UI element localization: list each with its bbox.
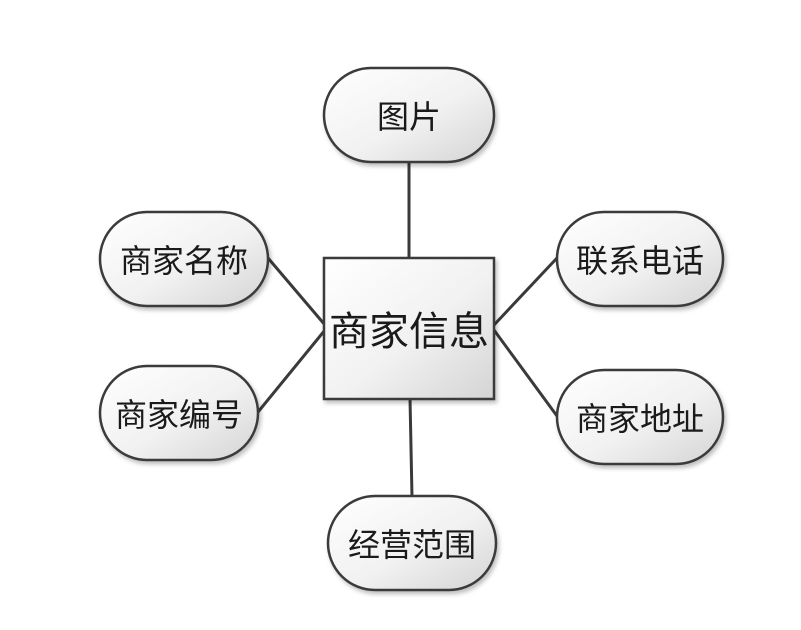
attribute-image: 图片: [322, 66, 496, 164]
entity-label: 商家信息: [329, 309, 489, 355]
connector-name: [266, 257, 327, 326]
attribute-address: 商家地址: [555, 368, 725, 466]
connector-address: [492, 329, 559, 417]
attribute-phone: 联系电话: [555, 210, 725, 308]
attribute-address-label: 商家地址: [576, 400, 704, 438]
connector-scope: [408, 397, 414, 498]
entity-merchant-info: 商家信息: [322, 256, 496, 401]
attribute-name: 商家名称: [98, 210, 270, 308]
connectors: [256, 160, 559, 498]
attribute-phone-label: 联系电话: [576, 242, 704, 280]
attribute-image-label: 图片: [377, 98, 441, 136]
connector-number: [256, 329, 327, 413]
attribute-name-label: 商家名称: [120, 242, 248, 280]
connector-phone: [492, 256, 559, 327]
attribute-scope: 经营范围: [326, 494, 498, 592]
attribute-number: 商家编号: [98, 364, 260, 462]
attribute-number-label: 商家编号: [115, 396, 243, 434]
attribute-scope-label: 经营范围: [348, 526, 476, 564]
